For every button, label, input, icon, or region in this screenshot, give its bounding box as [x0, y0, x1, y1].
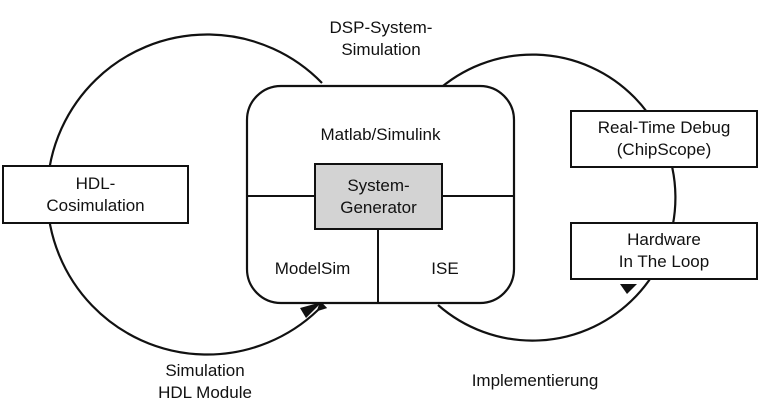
modelsim-text: ModelSim — [274, 259, 351, 278]
matlab-label-text: Matlab/Simulink — [320, 125, 441, 144]
matlab-simulink-label: Matlab/Simulink — [278, 124, 483, 146]
hardware-line2: In The Loop — [618, 252, 710, 271]
right-loop-arrowhead — [620, 284, 637, 294]
ise-label: ISE — [400, 258, 490, 280]
modelsim-label: ModelSim — [250, 258, 375, 280]
hardware-line1: Hardware — [627, 230, 701, 249]
right-loop-arc — [435, 53, 677, 342]
hdl-line1: HDL- — [75, 173, 116, 193]
simulation-hdl-module-label: Simulation HDL Module — [135, 360, 275, 404]
realtime-line2: (ChipScope) — [616, 140, 712, 159]
system-generator-box — [314, 163, 443, 230]
dsp-system-simulation-label: DSP-System- Simulation — [296, 17, 466, 61]
implementierung-text: Implementierung — [471, 371, 599, 390]
hardware-in-loop-box — [570, 222, 758, 280]
hdl-line2: Cosimulation — [46, 195, 145, 215]
ise-text: ISE — [431, 259, 459, 278]
realtime-debug-label: Real-Time Debug (ChipScope) — [571, 111, 757, 167]
dsp-label-line2: Simulation — [341, 40, 421, 59]
realtime-debug-box — [570, 110, 758, 168]
system-generator-line1: System- — [347, 175, 410, 195]
hardware-in-loop-label: Hardware In The Loop — [571, 223, 757, 279]
hdl-cosimulation-box — [2, 165, 189, 224]
left-loop-arrowhead — [300, 302, 322, 318]
hdl-cosimulation-label: HDL- Cosimulation — [3, 166, 188, 223]
simulation-line1: Simulation — [165, 361, 245, 380]
simulation-line2: HDL Module — [158, 383, 252, 402]
dsp-label-line1: DSP-System- — [329, 18, 433, 37]
system-generator-label: System- Generator — [315, 164, 442, 229]
implementierung-label: Implementierung — [440, 370, 630, 392]
realtime-line1: Real-Time Debug — [597, 118, 731, 137]
system-generator-line2: Generator — [340, 197, 417, 217]
